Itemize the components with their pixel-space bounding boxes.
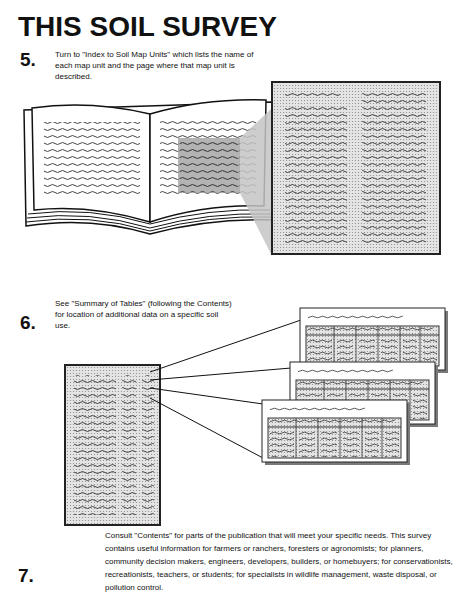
zoom-page — [272, 82, 440, 254]
step-number: 6. — [20, 313, 36, 333]
leader-line — [150, 388, 263, 404]
highlight-block — [178, 138, 240, 193]
leader-line — [150, 398, 263, 458]
step-number: 5. — [20, 50, 36, 70]
left-page — [32, 105, 150, 222]
page-title: THIS SOIL SURVEY — [18, 12, 277, 42]
page-text — [180, 140, 238, 192]
page-text — [142, 375, 154, 515]
index-entries — [362, 92, 426, 244]
page-text — [44, 122, 140, 198]
step-text: Turn to "Index to Soil Map Units" which … — [55, 49, 261, 82]
leader-line — [150, 368, 291, 380]
book-cover — [24, 102, 274, 234]
step-text: See "Summary of Tables" (following the C… — [55, 298, 233, 331]
table-card — [262, 400, 410, 465]
open-book — [24, 100, 274, 234]
index-entries — [285, 106, 347, 244]
step-number: 7. — [18, 566, 34, 586]
index-heading — [285, 92, 340, 99]
step-text: Consult "Contents" for parts of the publ… — [105, 529, 457, 594]
contents-page — [65, 365, 160, 525]
page-text — [122, 375, 136, 515]
leader-line — [150, 320, 301, 372]
zoom-beam — [240, 108, 272, 256]
page-text — [74, 375, 116, 515]
